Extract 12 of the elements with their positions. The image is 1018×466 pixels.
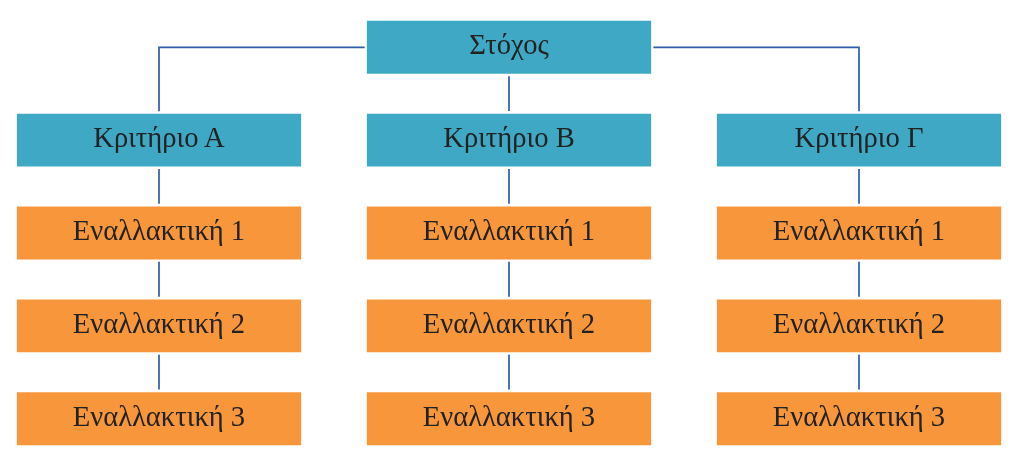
connector: [508, 353, 510, 391]
connector: [508, 75, 510, 112]
connector: [652, 46, 860, 113]
connector: [508, 168, 510, 205]
connector: [158, 353, 160, 391]
connector: [858, 261, 860, 298]
connector: [508, 261, 510, 298]
connector: [158, 168, 160, 205]
connector: [858, 353, 860, 391]
connector: [158, 46, 366, 113]
connector: [858, 168, 860, 205]
connector: [158, 261, 160, 298]
